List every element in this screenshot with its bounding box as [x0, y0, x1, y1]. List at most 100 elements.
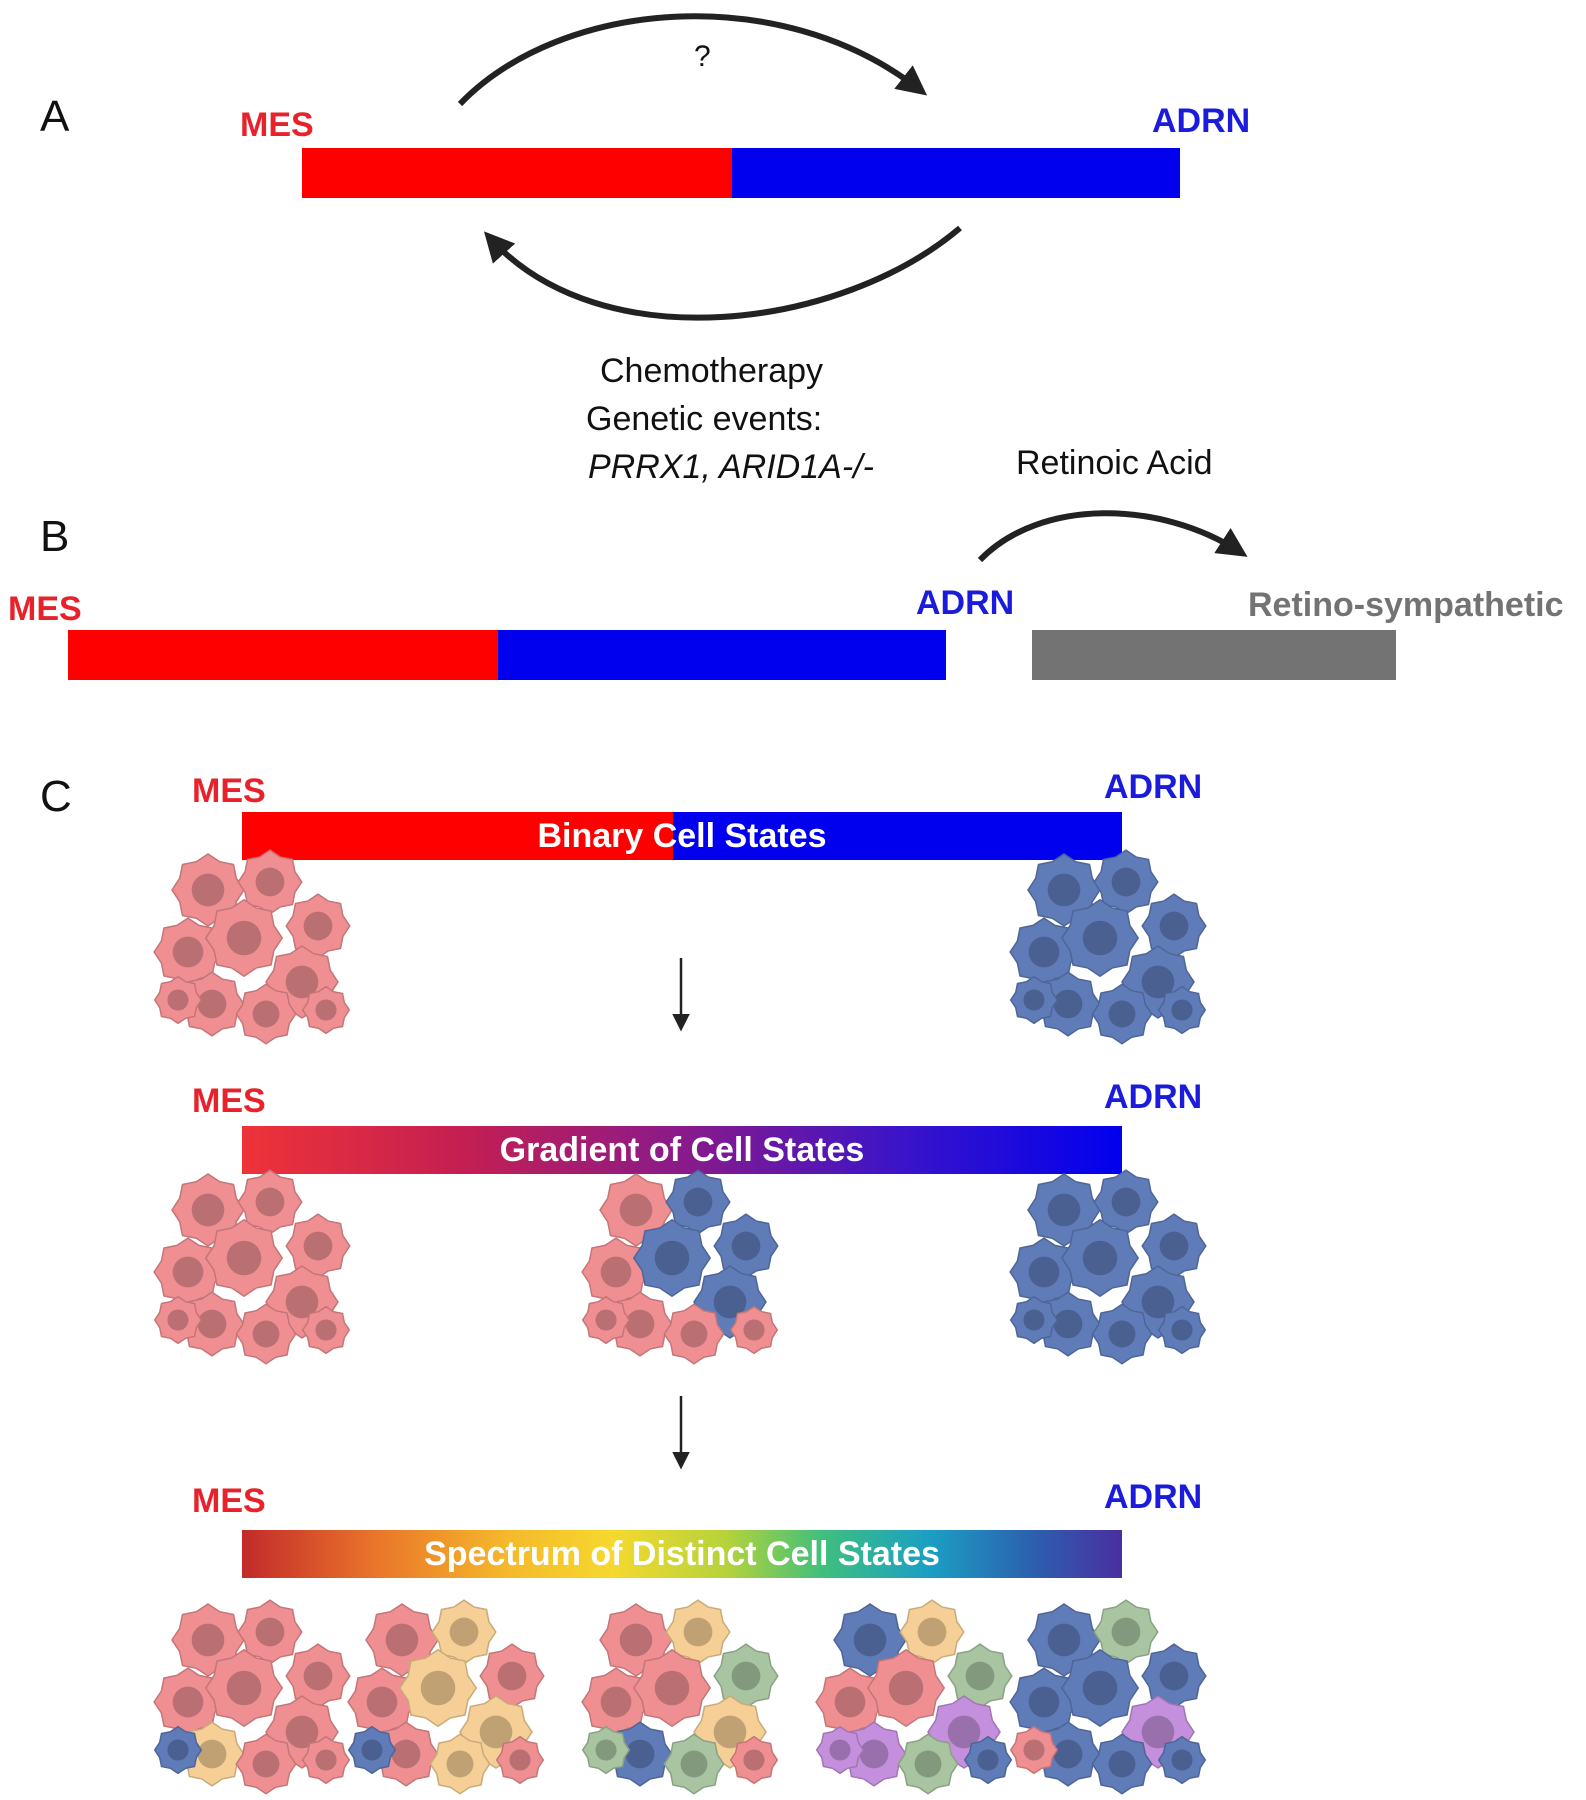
cell-nucleus [226, 1670, 262, 1706]
cell-nucleus [252, 1000, 280, 1028]
cell-nucleus [172, 1256, 204, 1288]
cell-cluster-mes-row1 [153, 849, 351, 1045]
panel-c-gradient-bar [242, 1126, 1122, 1174]
panel-b-retinoic-acid: Retinoic Acid [1016, 444, 1213, 482]
panel-a-reverse-arrow [483, 225, 962, 321]
cell-nucleus [731, 1231, 761, 1261]
cell-nucleus [167, 1739, 189, 1761]
cell-nucleus [1108, 1750, 1136, 1778]
cell-nucleus [1108, 1000, 1136, 1028]
panel-b-retino-sympathetic-bar [1032, 630, 1396, 680]
cell-nucleus [226, 920, 262, 956]
panel-a-genetic-events: Genetic events: [586, 400, 823, 438]
cell-nucleus [1111, 1617, 1141, 1647]
cell-nucleus [285, 1715, 319, 1749]
cell-nucleus [600, 1256, 632, 1288]
cell-nucleus [509, 1749, 531, 1771]
panel-a-adrn-bar [732, 148, 1180, 198]
cell-nucleus [255, 867, 285, 897]
panel-label-c: C [40, 772, 72, 821]
cell-nucleus [829, 1739, 851, 1761]
cell-nucleus [654, 1240, 690, 1276]
cell-cluster-adrn-row2 [1009, 1169, 1207, 1365]
cell-nucleus [255, 1187, 285, 1217]
cell-nucleus [977, 1749, 999, 1771]
cell-nucleus [834, 1686, 866, 1718]
cell-nucleus [303, 1231, 333, 1261]
cell-nucleus [285, 965, 319, 999]
panel-b-mes-bar [68, 630, 498, 680]
cell-nucleus [197, 1739, 227, 1769]
panel-c-row1-adrn-label: ADRN [1104, 768, 1203, 806]
cell-nucleus [595, 1739, 617, 1761]
panel-a-question-mark: ? [694, 40, 711, 73]
cell-nucleus [1111, 1187, 1141, 1217]
cell-nucleus [1141, 965, 1175, 999]
panel-b-mes-label: MES [8, 590, 82, 628]
cell-nucleus [619, 1193, 653, 1227]
cell-nucleus [625, 1739, 655, 1769]
cell-nucleus [391, 1739, 421, 1769]
cell-nucleus [743, 1749, 765, 1771]
cell-nucleus [888, 1670, 924, 1706]
cell-nucleus [965, 1661, 995, 1691]
cell-nucleus [1159, 1661, 1189, 1691]
cell-nucleus [1082, 1240, 1118, 1276]
cell-nucleus [713, 1285, 747, 1319]
cell-nucleus [1082, 1670, 1118, 1706]
cell-nucleus [1171, 1749, 1193, 1771]
cell-nucleus [1141, 1715, 1175, 1749]
cell-nucleus [315, 1749, 337, 1771]
cell-nucleus [619, 1623, 653, 1657]
panel-label-b: B [40, 512, 70, 561]
cell-nucleus [252, 1750, 280, 1778]
cell-nucleus [315, 1319, 337, 1341]
panel-a-mes-bar [302, 148, 732, 198]
panel-c-spectrum-bar-label: Spectrum of Distinct Cell States [424, 1535, 940, 1573]
panel-b-adrn-bar [498, 630, 946, 680]
cell-nucleus [1023, 1739, 1045, 1761]
cell-cluster-adrn-row1 [1009, 849, 1207, 1045]
cell-nucleus [420, 1670, 456, 1706]
cell-nucleus [1159, 1231, 1189, 1261]
cell-nucleus [1111, 867, 1141, 897]
panel-label-a: A [40, 92, 70, 141]
cell-nucleus [385, 1623, 419, 1657]
cell-nucleus [191, 1623, 225, 1657]
cell-nucleus [479, 1715, 513, 1749]
panel-a-adrn-label: ADRN [1152, 102, 1251, 140]
cell-cluster-spectrum-5 [1009, 1599, 1207, 1795]
panel-b-adrn-label: ADRN [916, 584, 1015, 622]
cell-nucleus [1047, 1193, 1081, 1227]
cell-nucleus [497, 1661, 527, 1691]
panel-c-row3-adrn-label: ADRN [1104, 1478, 1203, 1516]
panel-a-mes-label: MES [240, 106, 314, 144]
cell-nucleus [859, 1739, 889, 1769]
cell-nucleus [1141, 1285, 1175, 1319]
cell-nucleus [731, 1661, 761, 1691]
cell-nucleus [226, 1240, 262, 1276]
cell-nucleus [914, 1750, 942, 1778]
cell-cluster-mixed-row2 [581, 1169, 779, 1365]
panel-c-spectrum-bar [242, 1530, 1122, 1578]
cell-nucleus [167, 989, 189, 1011]
panel-a-chemotherapy: Chemotherapy [600, 352, 824, 390]
cell-nucleus [853, 1623, 887, 1657]
cell-nucleus [1023, 989, 1045, 1011]
cell-nucleus [595, 1309, 617, 1331]
panel-c-binary-bar [242, 812, 1122, 860]
panel-b-retinoic-arrow [977, 510, 1248, 563]
cell-nucleus [1108, 1320, 1136, 1348]
cell-nucleus [683, 1617, 713, 1647]
panel-c-row2-adrn-label: ADRN [1104, 1078, 1203, 1116]
cell-nucleus [713, 1715, 747, 1749]
cell-nucleus [1047, 873, 1081, 907]
cell-nucleus [197, 989, 227, 1019]
cell-nucleus [1053, 989, 1083, 1019]
cell-nucleus [917, 1617, 947, 1647]
cell-nucleus [446, 1750, 474, 1778]
cell-nucleus [167, 1309, 189, 1331]
cell-nucleus [191, 873, 225, 907]
